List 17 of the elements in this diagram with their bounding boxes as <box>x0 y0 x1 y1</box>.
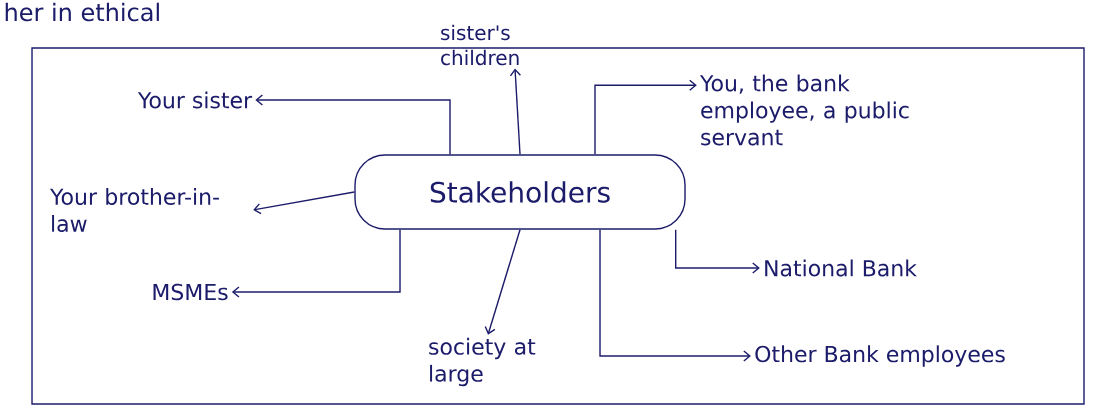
stakeholder-text: Your brother-in-law <box>49 188 219 232</box>
stakeholder-text: You, the bank employee, a public servant <box>699 74 909 146</box>
stakeholder-text: MSMEs <box>153 283 228 301</box>
stakeholder-text: sister's children <box>441 24 519 66</box>
arrow <box>599 229 751 362</box>
stakeholder-text: society at large <box>429 337 536 387</box>
cut-off-text: her in ethical <box>5 2 159 22</box>
arrow <box>255 94 451 155</box>
arrow <box>484 229 521 335</box>
arrow <box>509 68 522 155</box>
arrow <box>231 229 401 298</box>
stakeholder-text: Other Bank employees <box>755 345 1005 367</box>
arrow <box>675 229 760 274</box>
arrow <box>253 191 355 215</box>
stakeholder-text: National Bank <box>765 259 917 277</box>
stakeholder-text: Your sister <box>137 91 253 109</box>
arrow <box>594 79 697 155</box>
